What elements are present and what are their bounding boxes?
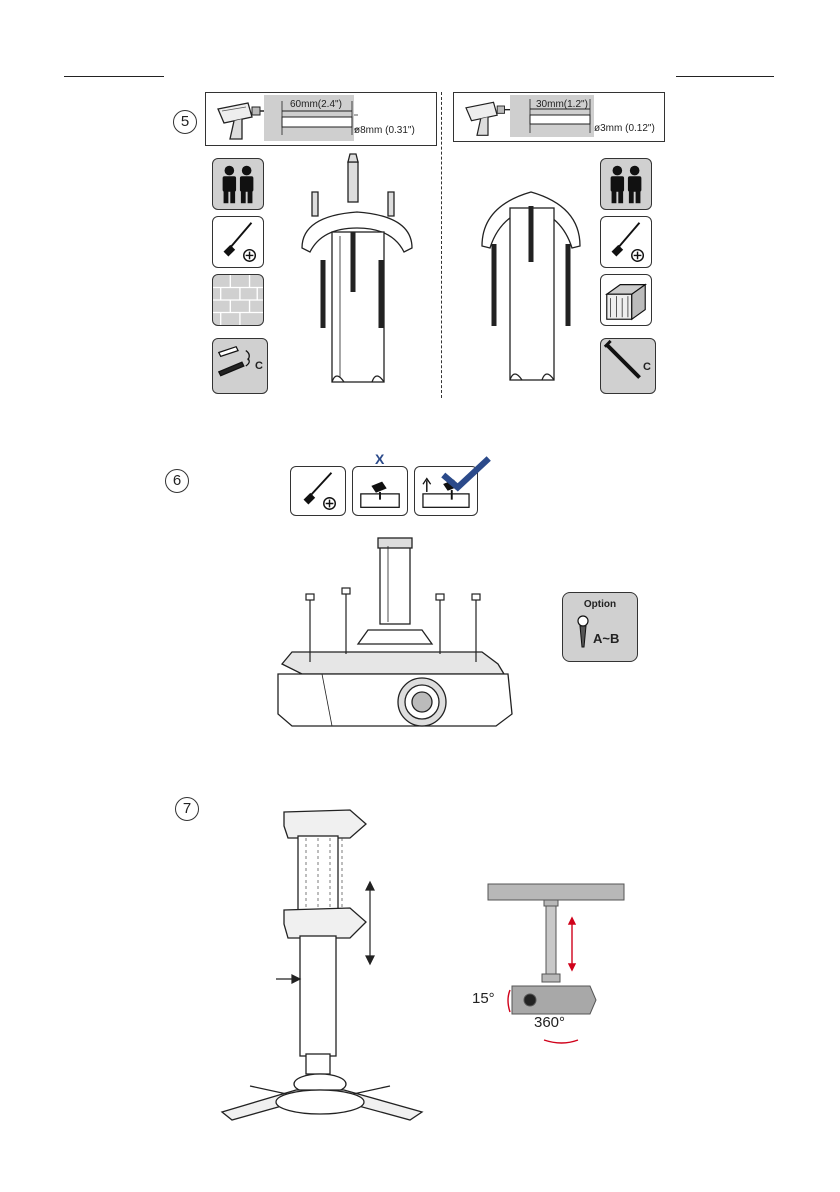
anchor-and-screw-icon: C [212, 338, 268, 394]
screwdriver-icon [290, 466, 346, 516]
screwdriver-icon [212, 216, 264, 268]
part-c-label: C [643, 361, 651, 373]
screw-icon [573, 615, 593, 649]
drill-depth-label: 60mm(2.4") [290, 99, 342, 110]
option-screws-tile: Option A~B [562, 592, 638, 662]
step-5-number: 5 [173, 110, 197, 134]
mount-pole-illustration [200, 800, 450, 1140]
wrong-mark: X [375, 451, 384, 467]
projector-illustration [272, 534, 522, 744]
option-screw-label: A~B [593, 631, 619, 646]
correct-tighten-icon [414, 466, 478, 516]
drill-spec-right: 30mm(1.2") ø3mm (0.12") [453, 92, 665, 142]
drill-depth-label: 30mm(1.2") [536, 99, 588, 110]
drill-icon [212, 95, 272, 143]
wood-beam-icon [600, 274, 652, 326]
two-people-icon [212, 158, 264, 210]
part-c-label: C [255, 360, 263, 372]
drill-bit-label: ø8mm (0.31") [354, 125, 415, 136]
drill-icon [458, 95, 518, 139]
screwdriver-icon [600, 216, 652, 268]
concrete-mount-illustration [292, 152, 422, 392]
check-mark-icon [435, 451, 497, 499]
step-6-number: 6 [165, 469, 189, 493]
brick-wall-icon [212, 274, 264, 326]
drill-spec-left: 60mm(2.4") ø8mm (0.31") [205, 92, 437, 146]
step-7-number: 7 [175, 797, 199, 821]
two-people-icon [600, 158, 652, 210]
header-rule-left [64, 76, 164, 77]
section-divider [441, 92, 442, 398]
header-rule-right [676, 76, 774, 77]
rotation-angle-label: 360° [534, 1014, 565, 1031]
wood-mount-illustration [476, 186, 586, 386]
option-title: Option [563, 599, 637, 610]
tilt-angle-label: 15° [472, 990, 495, 1007]
drill-bit-label: ø3mm (0.12") [594, 123, 655, 134]
wood-screw-icon: C [600, 338, 656, 394]
do-not-overtighten-icon: X [352, 466, 408, 516]
